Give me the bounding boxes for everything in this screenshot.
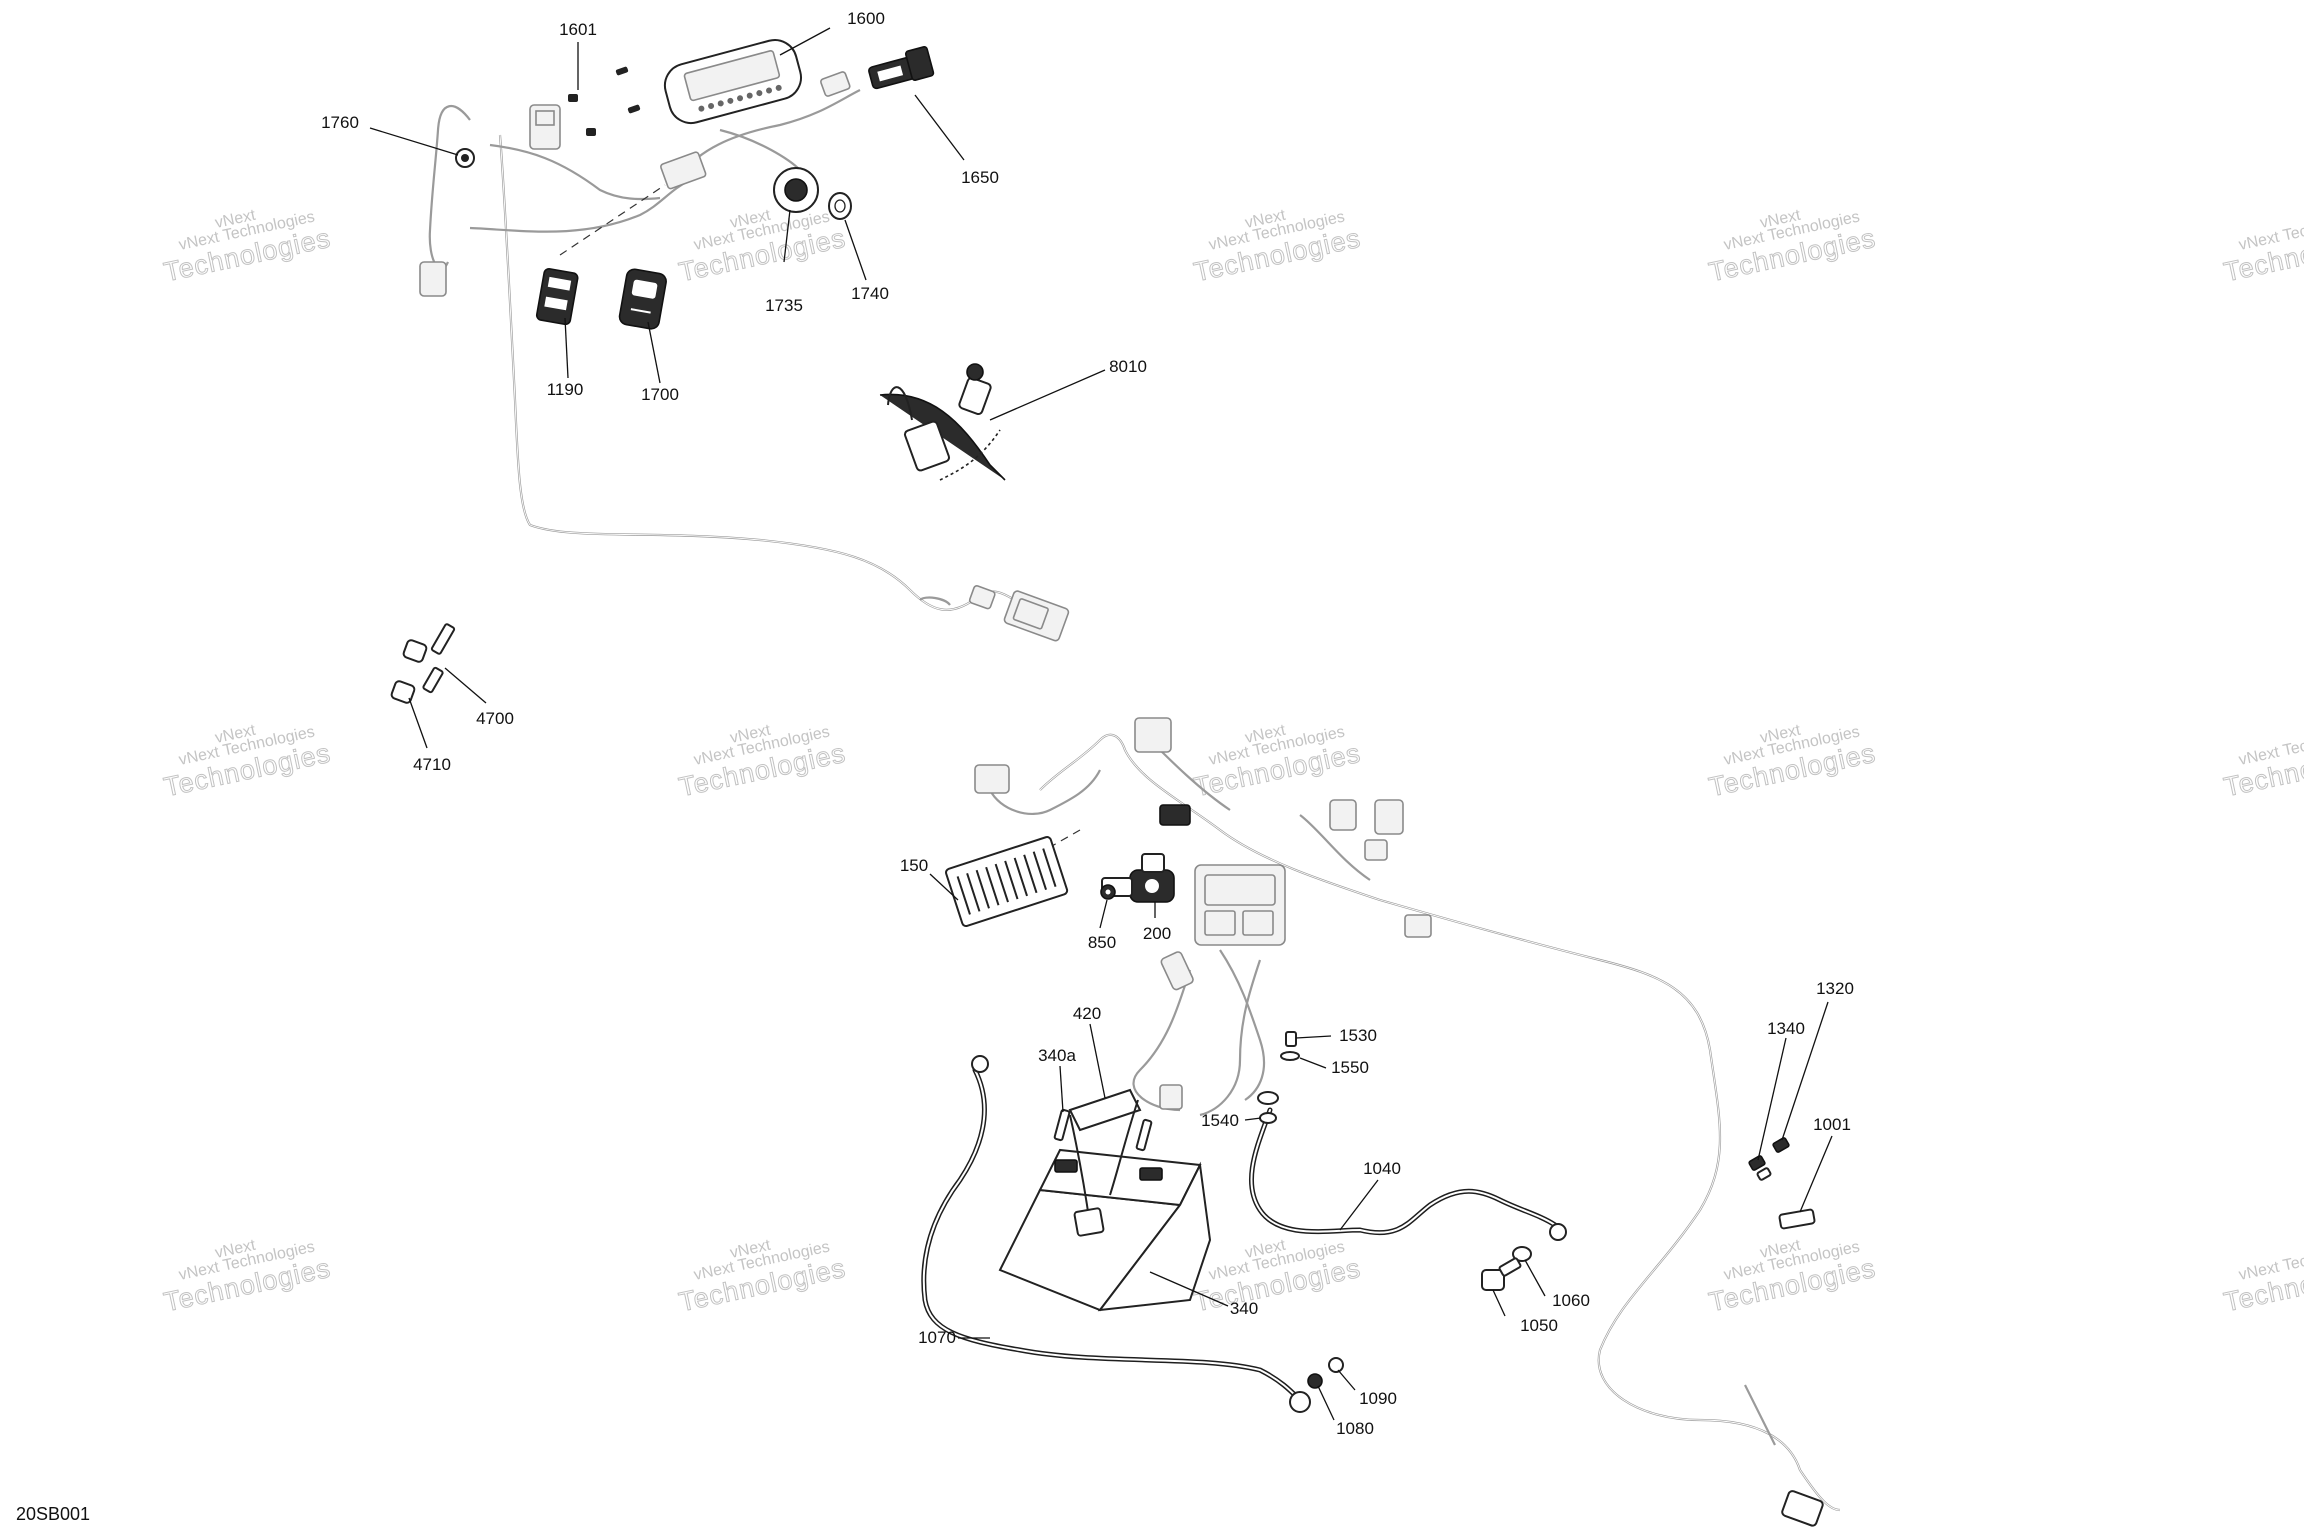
- screw-1530: [1285, 1031, 1297, 1047]
- battery-cable-1070: [921, 1055, 1311, 1413]
- tether-key-8010: [879, 363, 1006, 481]
- battery-cable-1040: [1249, 1091, 1567, 1241]
- bolt-340a: [1053, 1108, 1153, 1152]
- callout-1001: 1001: [1813, 1115, 1851, 1134]
- callout-1600: 1600: [847, 9, 885, 28]
- watermark: vNext Technologies Technologies vNext: [676, 1237, 849, 1318]
- display-gauge: [663, 39, 802, 125]
- callout-4710: 4710: [413, 755, 451, 774]
- watermark: vNext Technologies Technologies: [2221, 723, 2304, 802]
- callout-1080: 1080: [1336, 1419, 1374, 1438]
- connector-1650: [868, 46, 935, 90]
- switch-1190: [535, 267, 579, 326]
- nut-1740: [828, 192, 852, 220]
- callout-1601: 1601: [559, 20, 597, 39]
- callout-1090: 1090: [1359, 1389, 1397, 1408]
- callout-200: 200: [1143, 924, 1171, 943]
- callout-4700: 4700: [476, 709, 514, 728]
- lower-wiring-harness: [974, 717, 1841, 1527]
- watermark: vNext Technologies Technologies vNext: [161, 722, 334, 803]
- watermark: vNext Technologies Technologies vNext: [1191, 722, 1364, 803]
- fastener-1320: [1748, 1137, 1790, 1171]
- callout-340: 340: [1230, 1299, 1258, 1318]
- callout-labels: 1601 1600 1760 1650 1735 1740 1190 1700 …: [321, 9, 1854, 1438]
- callout-1340: 1340: [1767, 1019, 1805, 1038]
- callout-1550: 1550: [1331, 1058, 1369, 1077]
- callout-1320: 1320: [1816, 979, 1854, 998]
- callout-1040: 1040: [1363, 1159, 1401, 1178]
- watermark: vNext Technologies Technologies vNext: [676, 207, 849, 288]
- screw-set-1601: [568, 66, 641, 136]
- callout-1760: 1760: [321, 113, 359, 132]
- fastener-1340: [1756, 1167, 1772, 1181]
- watermark: vNext Technologies Technologies vNext: [1191, 1237, 1364, 1318]
- nut-4710: [390, 639, 428, 704]
- washer-1060: [1512, 1246, 1532, 1262]
- watermark: vNext Technologies Technologies vNext: [676, 722, 849, 803]
- callout-1735: 1735: [765, 296, 803, 315]
- nut-1080: [1307, 1373, 1323, 1389]
- battery-strap-420: [1068, 1088, 1142, 1237]
- bolt-4700: [422, 623, 456, 694]
- fuse-1001: [1778, 1208, 1816, 1230]
- callout-420: 420: [1073, 1004, 1101, 1023]
- nut-1090: [1328, 1357, 1344, 1373]
- switch-1700: [618, 268, 667, 330]
- solenoid-200: [1101, 853, 1175, 903]
- switch-1735: [773, 167, 819, 213]
- callout-1650: 1650: [961, 168, 999, 187]
- watermark: vNext Technologies Technologies: [2221, 208, 2304, 287]
- voltage-regulator-150: [945, 836, 1069, 928]
- callout-1740: 1740: [851, 284, 889, 303]
- bolt-1050: [1481, 1257, 1522, 1291]
- watermark: vNext Technologies Technologies: [2221, 1238, 2304, 1317]
- callout-1050: 1050: [1520, 1316, 1558, 1335]
- watermark: vNext Technologies Technologies vNext: [1706, 207, 1879, 288]
- leader-lines: [369, 27, 1833, 1421]
- callout-150: 150: [900, 856, 928, 875]
- watermark: vNext Technologies Technologies vNext: [161, 1237, 334, 1318]
- watermark: vNext Technologies Technologies vNext: [161, 207, 334, 288]
- callout-850: 850: [1088, 933, 1116, 952]
- callout-8010: 8010: [1109, 357, 1147, 376]
- watermark: vNext Technologies Technologies vNext: [1191, 207, 1364, 288]
- callout-1190: 1190: [547, 380, 584, 399]
- battery-340: [998, 1148, 1212, 1312]
- watermark-layer: vNext Technologies Technologies vNext vN…: [161, 207, 2304, 1318]
- alignment-line: [559, 184, 666, 256]
- callout-340a: 340a: [1038, 1046, 1076, 1065]
- callout-1700: 1700: [641, 385, 679, 404]
- callout-1070: 1070: [918, 1328, 956, 1347]
- diagram-code: 20SB001: [16, 1504, 90, 1524]
- watermark: vNext Technologies Technologies vNext: [1706, 722, 1879, 803]
- callout-1540: 1540: [1201, 1111, 1239, 1130]
- upper-wiring-harness: [419, 71, 1070, 642]
- grommet-1760: [455, 148, 475, 168]
- nut-850: [1100, 884, 1116, 900]
- callout-1530: 1530: [1339, 1026, 1377, 1045]
- washer-1540: [1259, 1112, 1277, 1124]
- watermark: vNext Technologies Technologies vNext: [1706, 1237, 1879, 1318]
- callout-1060: 1060: [1552, 1291, 1590, 1310]
- washer-1550: [1280, 1051, 1300, 1061]
